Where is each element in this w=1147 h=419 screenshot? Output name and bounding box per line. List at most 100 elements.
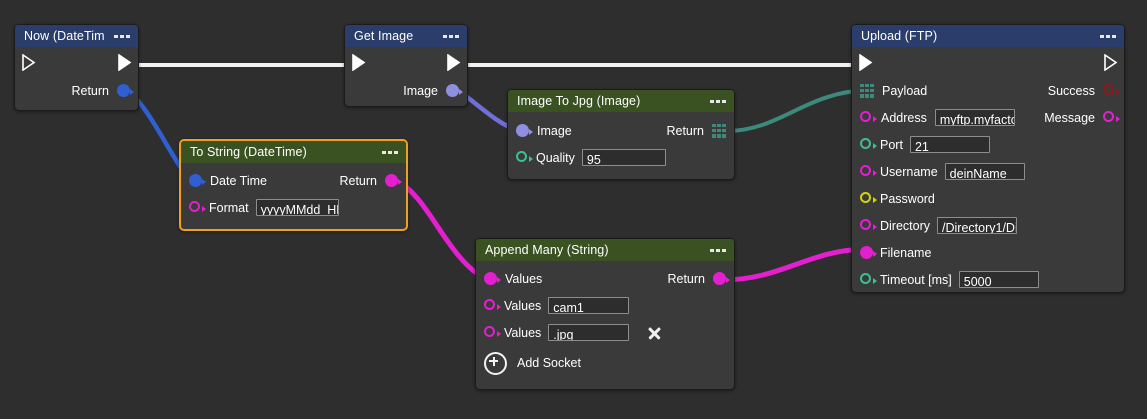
node-body: Image Return Quality 95 (508, 117, 734, 171)
row-image: Image Return (508, 117, 734, 144)
socket-string-in[interactable] (189, 201, 206, 214)
exec-out-arrow-icon[interactable] (1103, 53, 1118, 71)
exec-row (15, 47, 138, 77)
socket-string-in[interactable] (860, 165, 877, 178)
socket-label: Message (1044, 110, 1095, 125)
row-password: Password (852, 185, 1124, 212)
socket-label: Format (209, 200, 249, 215)
socket-datetime-in[interactable] (189, 174, 206, 187)
values-input-2[interactable]: .jpg (548, 324, 630, 341)
row-directory: Directory /Directory1/Dir (852, 212, 1124, 239)
row-port: Port 21 (852, 131, 1124, 158)
socket-label: Return (339, 173, 377, 188)
socket-string-out[interactable] (1103, 111, 1120, 124)
socket-label: Return (71, 83, 109, 98)
socket-label: Username (880, 164, 938, 179)
node-header[interactable]: Now (DateTime) (15, 25, 138, 47)
row-values-1: Values cam1 (476, 292, 734, 319)
node-title: Append Many (String) (485, 243, 609, 257)
output-row-return: Return (15, 77, 138, 104)
socket-label: Port (880, 137, 903, 152)
format-input[interactable]: yyyyMMdd_HH (255, 199, 339, 216)
node-header[interactable]: Image To Jpg (Image) (508, 90, 734, 112)
socket-label: Timeout [ms] (880, 272, 952, 287)
node-title: Now (DateTime) (24, 29, 104, 43)
socket-image-out[interactable] (446, 84, 463, 97)
node-title: Image To Jpg (Image) (517, 94, 641, 108)
socket-label: Date Time (210, 173, 267, 188)
row-payload-success: Payload Success (852, 77, 1124, 104)
node-header[interactable]: Append Many (String) (476, 239, 734, 261)
socket-label: Values (505, 271, 543, 286)
socket-label: Success (1047, 83, 1095, 98)
row-quality: Quality 95 (508, 144, 734, 171)
socket-array-out[interactable] (712, 123, 726, 138)
socket-string-in[interactable] (484, 272, 501, 285)
socket-string-out[interactable] (713, 272, 730, 285)
port-input[interactable]: 21 (909, 136, 990, 153)
row-filename: Filename (852, 239, 1124, 266)
node-now-datetime[interactable]: Now (DateTime) Return (14, 24, 139, 111)
wire-appendmany-return-to-upload-filename (719, 246, 869, 283)
socket-string-in[interactable] (860, 111, 877, 124)
node-to-string-datetime[interactable]: To String (DateTime) Date Time Return Fo… (179, 139, 408, 231)
socket-image-in[interactable] (516, 124, 533, 137)
socket-array-in[interactable] (860, 83, 874, 98)
node-upload-ftp[interactable]: Upload (FTP) Payload Success (851, 24, 1125, 293)
node-body: Image (345, 47, 467, 104)
ellipsis-icon[interactable] (1100, 34, 1116, 38)
node-title: Upload (FTP) (861, 29, 938, 43)
ellipsis-icon[interactable] (710, 99, 726, 103)
socket-label: Address (881, 110, 927, 125)
node-image-to-jpg[interactable]: Image To Jpg (Image) Image Return Qualit… (507, 89, 735, 180)
socket-label: Filename (880, 245, 932, 260)
row-values-2: Values .jpg (476, 319, 734, 346)
socket-string-in[interactable] (484, 299, 501, 312)
socket-number-in[interactable] (860, 138, 877, 151)
ellipsis-icon[interactable] (114, 34, 130, 38)
socket-label: Payload (882, 83, 928, 98)
socket-label: Return (666, 123, 704, 138)
ellipsis-icon[interactable] (382, 150, 398, 154)
socket-string-in[interactable] (860, 246, 877, 259)
ellipsis-icon[interactable] (443, 34, 459, 38)
socket-label: Directory (880, 218, 931, 233)
socket-number-in[interactable] (516, 151, 533, 164)
address-input[interactable]: myftp.myfactor (934, 109, 1015, 126)
node-header[interactable]: Get Image (345, 25, 467, 47)
socket-bool-in[interactable] (860, 192, 877, 205)
row-date-time: Date Time Return (181, 167, 406, 194)
socket-string-out[interactable] (385, 174, 402, 187)
exec-out-arrow-icon[interactable] (446, 53, 461, 71)
socket-string-in[interactable] (860, 219, 877, 232)
directory-input[interactable]: /Directory1/Dir (937, 217, 1018, 234)
wire-tostring-return-to-appendmany-values (394, 178, 490, 283)
exec-in-arrow-icon[interactable] (351, 53, 366, 71)
username-input[interactable]: deinName (944, 163, 1025, 180)
node-title: Get Image (354, 29, 414, 43)
node-title: To String (DateTime) (190, 145, 307, 159)
row-address-message: Address myftp.myfactor Message (852, 104, 1124, 131)
node-body: Date Time Return Format yyyyMMdd_HH (181, 167, 406, 221)
quality-input[interactable]: 95 (581, 149, 666, 166)
values-input-1[interactable]: cam1 (548, 297, 630, 314)
exec-in-arrow-icon[interactable] (858, 53, 873, 71)
node-append-many-string[interactable]: Append Many (String) Values Return Value… (475, 238, 735, 390)
exec-in-arrow-icon[interactable] (21, 53, 36, 71)
socket-success-out[interactable] (1103, 84, 1120, 97)
node-body: Values Return Values cam1 Values .jpg (476, 265, 734, 380)
remove-socket-button[interactable] (646, 325, 662, 341)
node-get-image[interactable]: Get Image Image (344, 24, 468, 107)
socket-number-in[interactable] (860, 273, 877, 286)
node-header[interactable]: To String (DateTime) (181, 141, 406, 163)
exec-out-arrow-icon[interactable] (117, 53, 132, 71)
ellipsis-icon[interactable] (710, 248, 726, 252)
socket-string-in[interactable] (484, 326, 501, 339)
socket-label: Values (504, 298, 542, 313)
socket-label: Values (504, 325, 542, 340)
socket-datetime-out[interactable] (117, 84, 134, 97)
timeout-input[interactable]: 5000 (958, 271, 1039, 288)
add-socket-button[interactable]: Add Socket (476, 346, 734, 380)
node-header[interactable]: Upload (FTP) (852, 25, 1124, 47)
